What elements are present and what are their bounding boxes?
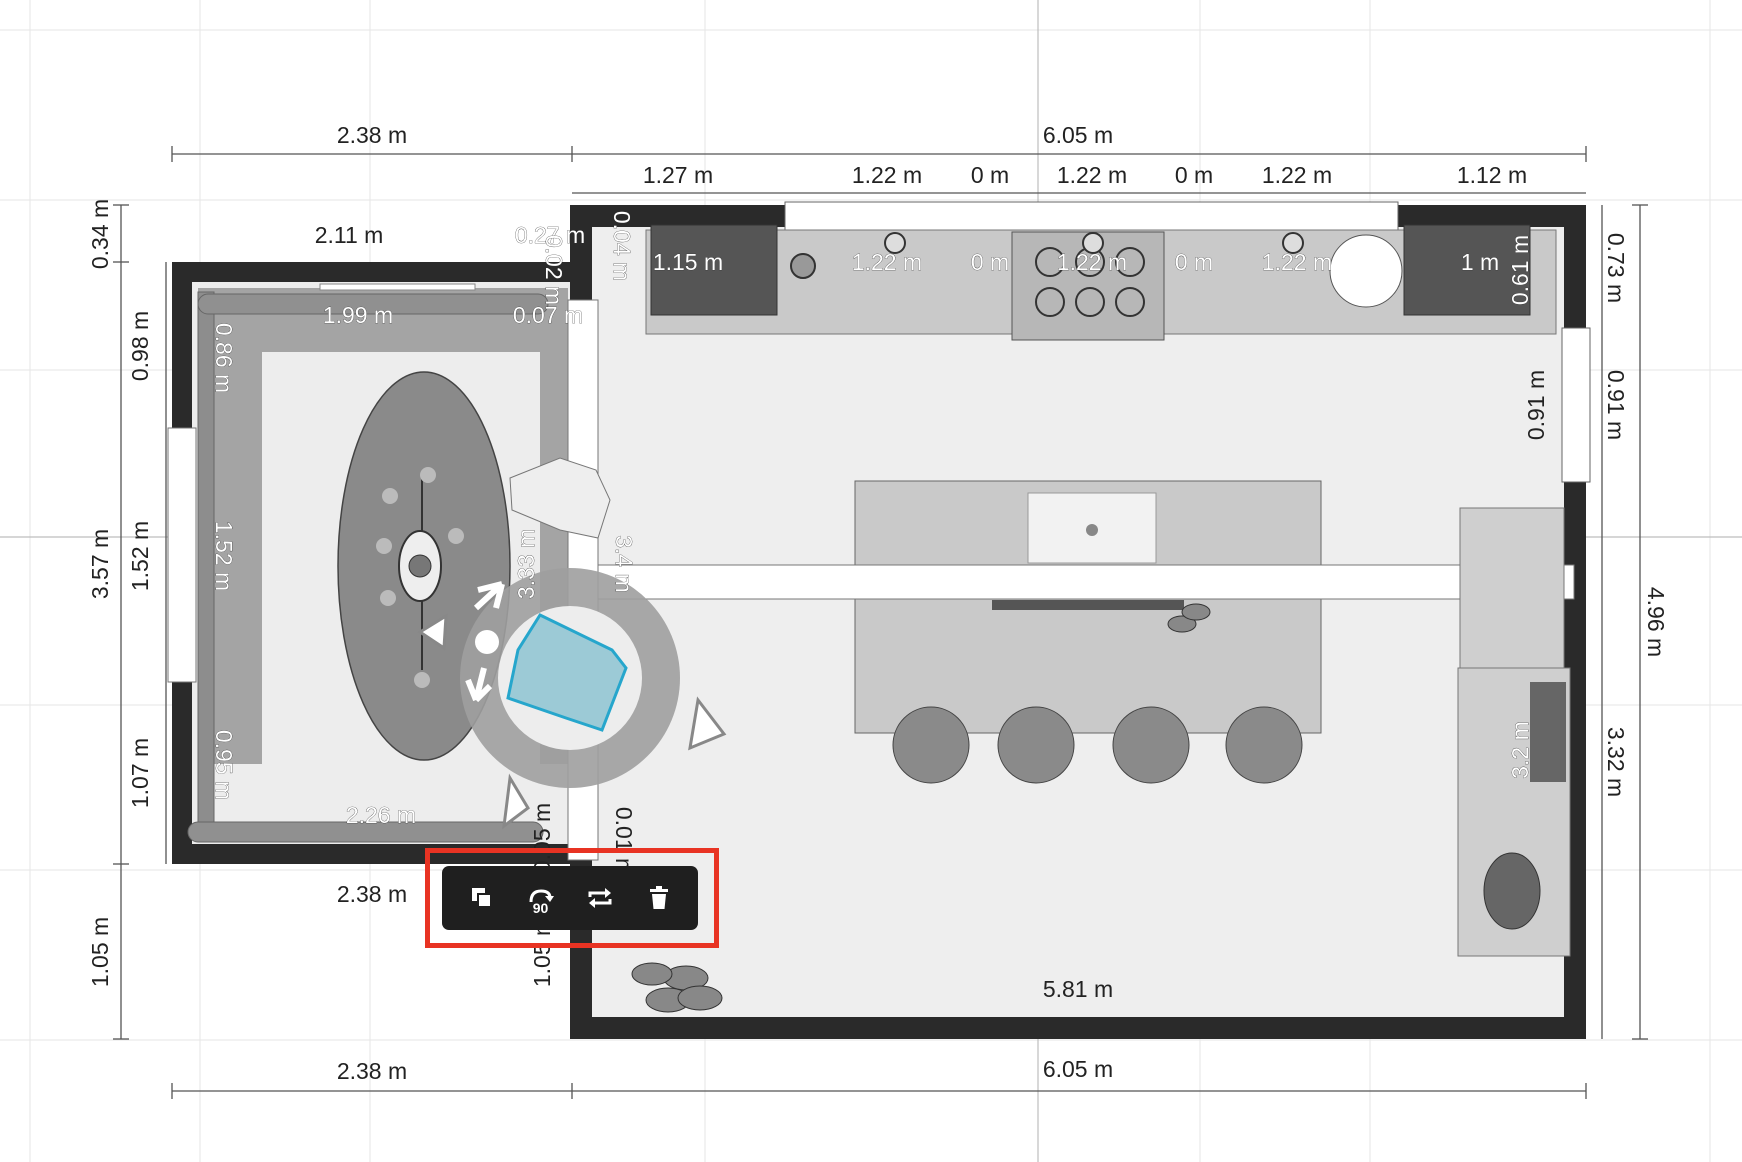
- dim-room: 0.86 m: [211, 323, 237, 393]
- duplicate-icon: [471, 888, 492, 908]
- dim-counter: 1.22 m: [852, 249, 922, 275]
- dim-left: 1.07 m: [127, 738, 153, 808]
- rotate-90-button[interactable]: 90: [519, 876, 563, 920]
- dim-top-inner: 1.27 m: [643, 162, 713, 188]
- dim-room: 0.02 m: [541, 235, 567, 305]
- dim-room: 0.07 m: [513, 302, 583, 328]
- dim-bottom: 5.81 m: [1043, 976, 1113, 1002]
- duplicate-button[interactable]: [460, 876, 504, 920]
- dim-room: 0.95 m: [211, 730, 237, 800]
- dim-room: 0.27 m: [515, 222, 585, 248]
- dim-top-inner: 1.12 m: [1457, 162, 1527, 188]
- dim-right: 3.32 m: [1603, 727, 1629, 797]
- dim-bottom: 0.01 m: [611, 807, 637, 877]
- selection-toolbar: 90: [442, 866, 698, 930]
- dim-right: 0.73 m: [1603, 233, 1629, 303]
- dim-room: 3.4 m: [611, 535, 637, 593]
- dim-bottom: 0.05 m: [529, 803, 555, 873]
- dim-room: 1.52 m: [211, 521, 237, 591]
- dim-top-right: 6.05 m: [1043, 122, 1113, 148]
- dim-top-inner: 1.22 m: [1262, 162, 1332, 188]
- dim-room: 3.33 m: [513, 529, 539, 599]
- flip-button[interactable]: [578, 876, 622, 920]
- dim-top-inner: 0 m: [1175, 162, 1213, 188]
- dim-right: 0.91 m: [1603, 370, 1629, 440]
- dim-left: 0.98 m: [127, 311, 153, 381]
- dim-counter: 1 m: [1461, 249, 1499, 275]
- flip-icon: [588, 888, 611, 908]
- rotate-label: 90: [532, 900, 549, 916]
- dim-bottom: 6.05 m: [1043, 1056, 1113, 1082]
- dim-top-left: 2.38 m: [337, 122, 407, 148]
- toolbar-highlight-box: [425, 848, 719, 948]
- dim-left: 3.57 m: [87, 529, 113, 599]
- dim-left: 1.52 m: [127, 521, 153, 591]
- dim-room: 2.26 m: [346, 802, 416, 828]
- rotate-90-icon: [529, 889, 554, 903]
- dimension-labels: 2.38 m 6.05 m 1.27 m 1.22 m 0 m 1.22 m 0…: [87, 122, 1669, 1084]
- dim-counter: 1.22 m: [1262, 249, 1332, 275]
- dim-right: 4.96 m: [1643, 587, 1669, 657]
- dim-room: 0.04 m: [609, 211, 635, 281]
- dim-right: 3.2 m: [1507, 721, 1533, 779]
- dim-top-inner: 0 m: [971, 162, 1009, 188]
- dim-left: 0.34 m: [87, 199, 113, 269]
- dim-counter: 1.15 m: [653, 249, 723, 275]
- dim-right: 0.61 m: [1507, 235, 1533, 305]
- selected-chair[interactable]: [417, 568, 727, 830]
- dim-top-inner: 1.22 m: [1057, 162, 1127, 188]
- dim-bottom: 2.38 m: [337, 881, 407, 907]
- dim-room: 1.99 m: [323, 302, 393, 328]
- trash-icon: [649, 886, 668, 909]
- delete-button[interactable]: [637, 876, 681, 920]
- dim-counter: 1.22 m: [1057, 249, 1127, 275]
- dining-room: [167, 262, 572, 864]
- dim-right: 0.91 m: [1523, 370, 1549, 440]
- dim-left: 1.05 m: [87, 917, 113, 987]
- dimension-lines: [113, 146, 1648, 1099]
- dim-room: 2.11 m: [315, 222, 384, 248]
- dim-top-inner: 1.22 m: [852, 162, 922, 188]
- dim-counter: 0 m: [1175, 249, 1213, 275]
- dim-bottom: 2.38 m: [337, 1058, 407, 1084]
- dim-counter: 0 m: [971, 249, 1009, 275]
